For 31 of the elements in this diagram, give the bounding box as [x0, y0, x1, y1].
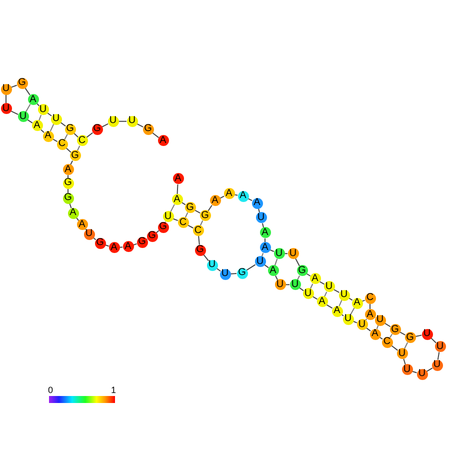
backbone-line [176, 184, 178, 195]
base-pair-line [170, 204, 175, 212]
backbone-line [136, 123, 144, 128]
backbone-line [194, 210, 201, 214]
backbone-line [187, 224, 194, 228]
backbone-line [230, 273, 238, 274]
backbone-line [10, 84, 18, 88]
backbone-line [295, 258, 300, 266]
base-pair-line [200, 220, 204, 226]
backbone-line [426, 368, 433, 372]
backbone-line [40, 129, 44, 134]
backbone-line [10, 110, 19, 115]
base-pair-line [297, 275, 300, 280]
backbone-line [366, 328, 371, 332]
backbone-line [198, 236, 200, 246]
backbone-line [172, 218, 178, 222]
backbone-line [118, 246, 124, 248]
scale-label: 1 [111, 386, 116, 395]
backbone-line [101, 123, 109, 128]
backbone-line [24, 87, 30, 96]
backbone-line [403, 358, 406, 365]
base-pair-line [350, 307, 355, 315]
backbone-line [246, 264, 256, 271]
base-pair-line [338, 300, 342, 307]
scale-label: 0 [48, 386, 54, 395]
backbone-line [118, 120, 127, 122]
base-pair-line [50, 124, 54, 132]
backbone-line [27, 119, 33, 124]
backbone-line [437, 352, 440, 360]
backbone-line [70, 160, 73, 166]
backbone-line [275, 275, 278, 280]
